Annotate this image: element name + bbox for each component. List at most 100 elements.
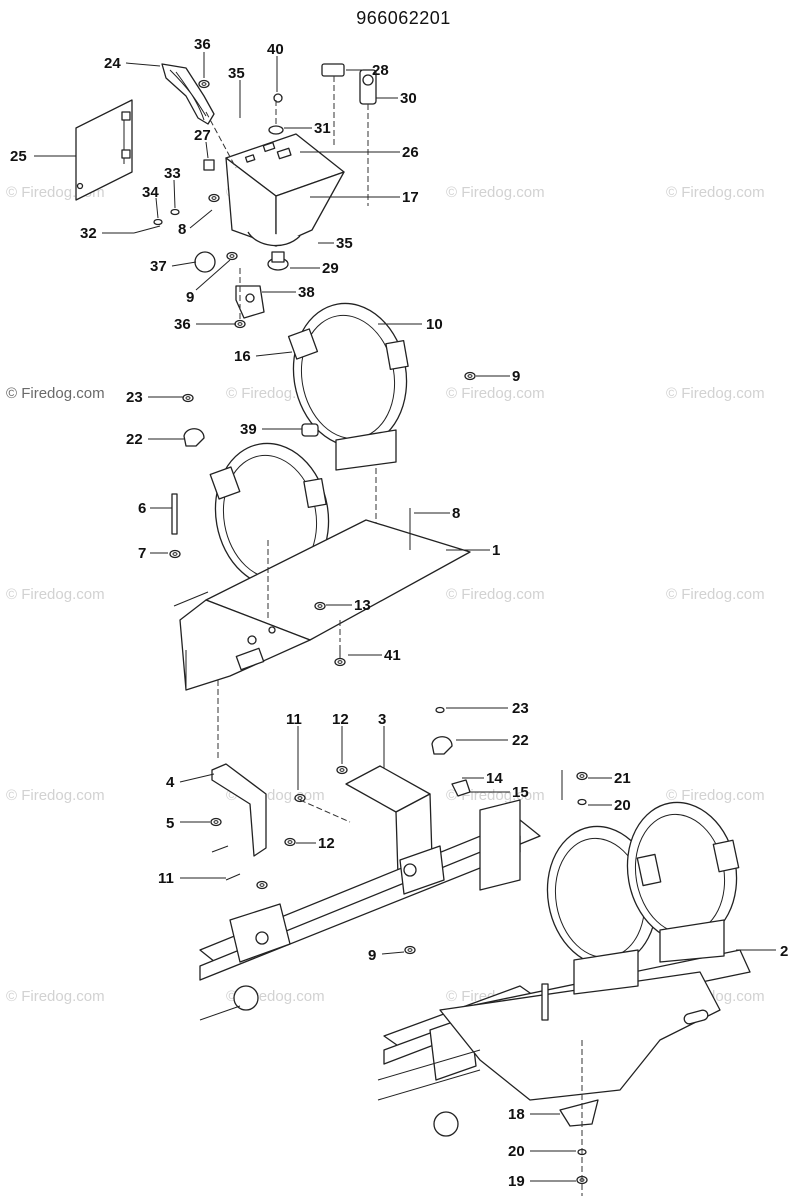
svg-text:35: 35	[228, 65, 245, 82]
svg-text:10: 10	[426, 316, 443, 333]
callout-35: 35	[318, 235, 353, 252]
svg-text:4: 4	[166, 774, 175, 791]
callout-17: 17	[310, 189, 419, 206]
svg-text:6: 6	[138, 500, 146, 517]
callout-31: 31	[284, 120, 331, 137]
svg-text:1: 1	[492, 542, 500, 559]
callout-23: 23	[446, 700, 529, 717]
svg-text:32: 32	[80, 225, 97, 242]
callout-9: 9	[368, 947, 405, 964]
callout-10: 10	[378, 316, 443, 333]
svg-text:34: 34	[142, 184, 159, 201]
callout-33: 33	[164, 165, 181, 209]
watermark: © Firedog.com	[6, 988, 105, 1005]
callout-12: 12	[296, 835, 335, 852]
svg-text:37: 37	[150, 258, 167, 275]
svg-text:17: 17	[402, 189, 419, 206]
drawing-number: 966062201	[356, 8, 451, 28]
callout-9: 9	[476, 368, 520, 385]
svg-text:22: 22	[126, 431, 143, 448]
svg-text:35: 35	[336, 235, 353, 252]
callout-34: 34	[142, 184, 159, 219]
svg-text:12: 12	[332, 711, 349, 728]
callout-13: 13	[326, 597, 371, 614]
watermark: © Firedog.com	[6, 586, 105, 603]
callout-30: 30	[376, 90, 417, 107]
callout-2: 2	[736, 943, 788, 960]
callout-36: 36	[194, 36, 211, 78]
callout-19: 19	[508, 1173, 576, 1190]
callout-40: 40	[267, 41, 284, 92]
callout-labels: 24 36 40 35 28 30 31 27 26 25 33 34 17 8…	[10, 36, 788, 1190]
svg-text:24: 24	[104, 55, 121, 72]
callout-29: 29	[290, 260, 339, 277]
callout-5: 5	[166, 815, 210, 832]
svg-text:29: 29	[322, 260, 339, 277]
svg-text:36: 36	[194, 36, 211, 53]
callout-12: 12	[332, 711, 349, 764]
tank-straps-frame	[546, 770, 740, 1196]
watermark: © Firedog.com	[666, 385, 765, 402]
callout-26: 26	[300, 144, 419, 161]
svg-text:5: 5	[166, 815, 174, 832]
callout-18: 18	[508, 1106, 560, 1123]
svg-text:23: 23	[512, 700, 529, 717]
callout-8: 8	[414, 505, 460, 522]
watermark: © Firedog.com	[666, 184, 765, 201]
watermark: © Firedog.com	[666, 586, 765, 603]
callout-11: 11	[286, 711, 302, 790]
callout-9: 9	[186, 259, 231, 306]
callout-37: 37	[150, 258, 197, 275]
svg-text:2: 2	[780, 943, 788, 960]
svg-text:25: 25	[10, 148, 27, 165]
callout-14: 14	[462, 770, 503, 787]
watermark: © Firedog.com	[6, 385, 105, 402]
svg-text:16: 16	[234, 348, 251, 365]
callout-28: 28	[346, 62, 389, 79]
svg-text:31: 31	[314, 120, 331, 137]
svg-text:20: 20	[508, 1143, 525, 1160]
callout-35: 35	[228, 65, 245, 90]
svg-text:11: 11	[158, 870, 174, 887]
callout-3: 3	[378, 711, 386, 768]
callout-8: 8	[178, 209, 213, 238]
svg-text:15: 15	[512, 784, 529, 801]
svg-text:19: 19	[508, 1173, 525, 1190]
callout-39: 39	[240, 421, 302, 438]
callout-27: 27	[194, 127, 211, 159]
svg-text:20: 20	[614, 797, 631, 814]
svg-text:11: 11	[286, 711, 302, 728]
callout-22: 22	[126, 431, 184, 448]
svg-text:41: 41	[384, 647, 401, 664]
callout-22: 22	[456, 732, 529, 749]
watermark: © Firedog.com	[446, 184, 545, 201]
svg-text:21: 21	[614, 770, 631, 787]
svg-text:23: 23	[126, 389, 143, 406]
watermark: © Firedog.com	[446, 385, 545, 402]
callout-1: 1	[446, 542, 500, 559]
callout-6: 6	[138, 500, 172, 517]
svg-text:33: 33	[164, 165, 181, 182]
main-frame	[199, 799, 751, 1137]
callout-41: 41	[348, 647, 401, 664]
callout-4: 4	[166, 773, 215, 791]
svg-text:30: 30	[400, 90, 417, 107]
svg-text:14: 14	[486, 770, 503, 787]
svg-text:22: 22	[512, 732, 529, 749]
callout-21: 21	[588, 770, 631, 787]
callout-7: 7	[138, 545, 168, 562]
svg-text:39: 39	[240, 421, 257, 438]
svg-text:27: 27	[194, 127, 211, 144]
watermark: © Firedog.com	[446, 586, 545, 603]
callout-20: 20	[508, 1143, 576, 1160]
tank-strap-upper	[287, 302, 409, 540]
svg-text:9: 9	[368, 947, 376, 964]
watermark: © Firedog.com	[6, 787, 105, 804]
svg-text:13: 13	[354, 597, 371, 614]
svg-text:26: 26	[402, 144, 419, 161]
callout-38: 38	[262, 284, 315, 301]
svg-text:8: 8	[452, 505, 460, 522]
svg-text:8: 8	[178, 221, 186, 238]
callout-32: 32	[80, 225, 134, 242]
